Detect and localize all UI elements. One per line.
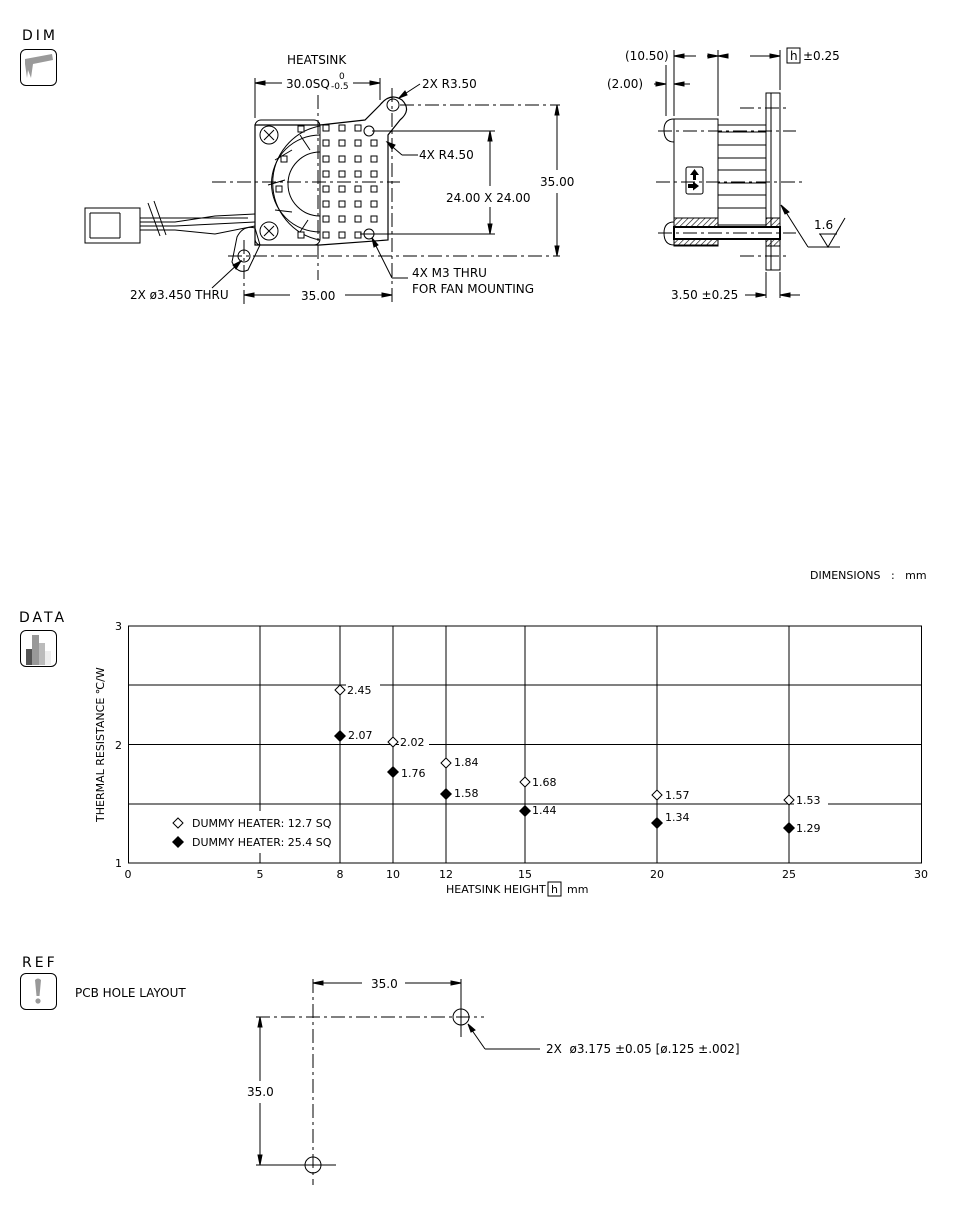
svg-text:1.44: 1.44 [532,804,557,817]
svg-text:1.57: 1.57 [665,789,690,802]
ref-section-label: REF [22,955,58,971]
svg-text:2: 2 [115,739,122,752]
data-section-label: DATA [19,610,68,626]
pcb-hole-callout: 2X ø3.175 ±0.05 [ø.125 ±.002] [546,1042,740,1056]
heatsink-fin-grid [275,124,378,239]
svg-text:2.07: 2.07 [348,729,373,742]
heatsink-dim: 30.0SQ [286,77,330,91]
front-view-drawing: HEATSINK 30.0SQ 0 -0.5 2X R3.50 4X R4.50… [84,53,574,305]
h-tolerance: ±0.25 [803,49,840,63]
svg-text:1.53: 1.53 [796,794,821,807]
thermal-resistance-chart: 3 2 1 0 5 8 10 12 15 20 25 30 HEATSINK H… [94,620,929,897]
units-note: DIMENSIONS : mm [810,569,927,582]
x-axis-label: HEATSINK HEIGHT [446,883,546,896]
x-axis-unit: mm [567,883,588,896]
surface-finish-value: 1.6 [814,218,833,232]
pcb-dim-horizontal: 35.0 [371,977,398,991]
svg-text:1.76: 1.76 [401,767,426,780]
callout-m3-line2: FOR FAN MOUNTING [412,282,534,296]
svg-text:15: 15 [518,868,532,881]
svg-text:20: 20 [650,868,664,881]
svg-text:2.45: 2.45 [347,684,372,697]
pcb-hole-layout-drawing: 35.0 35.0 2X ø3.175 ±0.05 [ø.125 ±.002] [247,977,740,1185]
svg-text:1.34: 1.34 [665,811,690,824]
svg-text:12: 12 [439,868,453,881]
legend-item-25-4: DUMMY HEATER: 25.4 SQ [192,836,332,849]
svg-text:25: 25 [782,868,796,881]
exclamation-icon [20,973,57,1010]
svg-text:2.02: 2.02 [400,736,425,749]
svg-text:1.58: 1.58 [454,787,479,800]
chart-legend: DUMMY HEATER: 12.7 SQ DUMMY HEATER: 25.4… [172,817,332,849]
callout-r450: 4X R4.50 [419,148,474,162]
y-axis-label: THERMAL RESISTANCE ℃/W [94,667,107,823]
svg-text:3: 3 [115,620,122,633]
callout-thru-holes: 2X ø3.450 THRU [130,288,229,302]
heatsink-tol-lower: -0.5 [331,82,349,92]
x-axis-h-symbol: h [551,883,558,896]
pcb-dim-vertical: 35.0 [247,1085,274,1099]
svg-text:5: 5 [257,868,264,881]
svg-text:1.68: 1.68 [532,776,557,789]
dim-24x24: 24.00 X 24.00 [446,191,531,205]
heatsink-label: HEATSINK [287,53,347,67]
svg-text:1.84: 1.84 [454,756,479,769]
bar-chart-icon [20,630,57,667]
dim-2-00: (2.00) [607,77,643,91]
side-view-drawing: h ±0.25 (10.50) (2.00) 3.50 ±0.25 1.6 [607,47,846,302]
legend-item-12-7: DUMMY HEATER: 12.7 SQ [192,817,332,830]
callout-m3-line1: 4X M3 THRU [412,266,487,280]
svg-text:30: 30 [914,868,928,881]
svg-text:1: 1 [115,857,122,870]
dim-3-50: 3.50 ±0.25 [671,288,738,302]
dim-35-vertical: 35.00 [540,175,574,189]
data-labels: 2.45 2.02 1.84 1.68 1.57 1.53 2.07 1.76 … [347,684,821,835]
h-symbol: h [790,49,798,63]
dim-35-horizontal: 35.00 [301,289,335,303]
svg-text:8: 8 [337,868,344,881]
dim-10-50: (10.50) [625,49,669,63]
callout-r350: 2X R3.50 [422,77,477,91]
caliper-icon [20,49,57,86]
series-25-4-markers [334,730,795,834]
pcb-hole-layout-title: PCB HOLE LAYOUT [75,986,186,1000]
heatsink-tol-upper: 0 [339,72,345,82]
svg-text:0: 0 [125,868,132,881]
y-axis-ticks: 3 2 1 [115,620,122,870]
svg-text:10: 10 [386,868,400,881]
airflow-direction-icon [688,169,699,191]
series-12-7-markers [334,684,795,806]
svg-text:1.29: 1.29 [796,822,821,835]
dim-section-label: DIM [22,28,58,44]
x-axis-ticks: 0 5 8 10 12 15 20 25 30 [125,868,929,881]
